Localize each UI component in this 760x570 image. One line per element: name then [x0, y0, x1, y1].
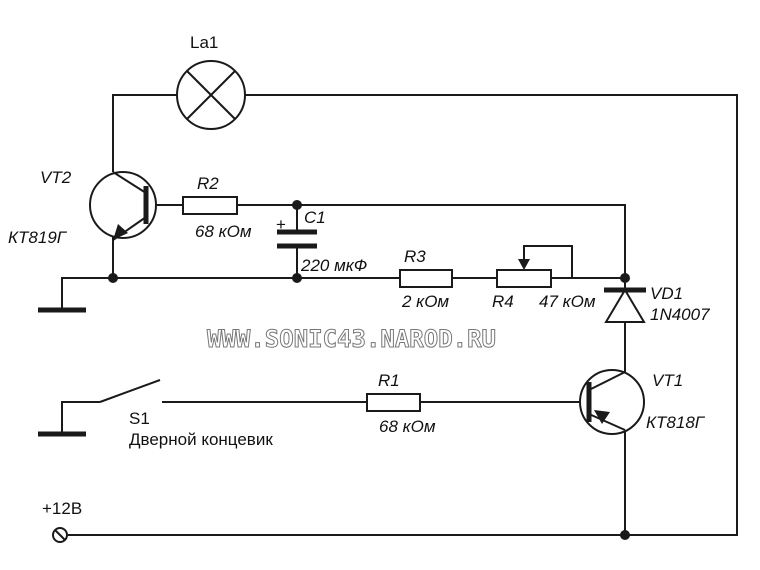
vt2-ref-label: VT2 — [40, 168, 72, 187]
s1-ref-label: S1 — [129, 409, 150, 428]
r4-ref-label: R4 — [492, 292, 514, 311]
wire-ground — [61, 277, 113, 308]
wire-r4-wiper — [523, 245, 573, 278]
r3-ref-label: R3 — [404, 247, 426, 266]
c1-value-label: 220 мкФ — [300, 256, 367, 275]
r1-ref-label: R1 — [378, 371, 400, 390]
supply-terminal — [52, 527, 68, 543]
vd1-ref-label: VD1 — [650, 284, 683, 303]
s1-description-label: Дверной концевик — [129, 430, 273, 449]
switch-s1-lever — [99, 379, 161, 403]
transistor-vt2 — [89, 171, 157, 241]
c1-plus-sign: + — [276, 215, 286, 234]
vt1-model-label: КТ818Г — [646, 413, 706, 432]
capacitor-c1 — [277, 229, 317, 249]
r3-value-label: 2 кОм — [401, 292, 449, 311]
r1-value-label: 68 кОм — [379, 417, 436, 436]
lamp-label: La1 — [190, 33, 218, 52]
diode-vd1 — [604, 278, 646, 323]
vt1-ref-label: VT1 — [652, 371, 683, 390]
wire-c1-node-to-vd1 — [297, 204, 626, 280]
vt2-model-label: КТ819Г — [8, 228, 68, 247]
supply-label: +12В — [42, 499, 82, 518]
resistor-r1 — [366, 393, 421, 412]
wire-switch-ground — [61, 401, 100, 432]
junction-dots — [108, 200, 630, 540]
potentiometer-r4 — [496, 259, 552, 288]
wire-vt2-collector-to-lamp — [112, 94, 177, 172]
r4-value-label: 47 кОм — [539, 292, 596, 311]
lamp-la1 — [176, 60, 246, 130]
r2-ref-label: R2 — [197, 174, 219, 193]
c1-ref-label: C1 — [304, 208, 326, 227]
resistor-r2 — [182, 196, 238, 215]
wire-lamp-to-right-rail — [245, 94, 738, 536]
transistor-vt1 — [579, 369, 645, 435]
resistor-r3 — [399, 269, 453, 288]
r2-value-label: 68 кОм — [195, 222, 252, 241]
vd1-model-label: 1N4007 — [650, 305, 710, 324]
watermark-text: WWW.SONIC43.NAROD.RU — [207, 325, 496, 353]
